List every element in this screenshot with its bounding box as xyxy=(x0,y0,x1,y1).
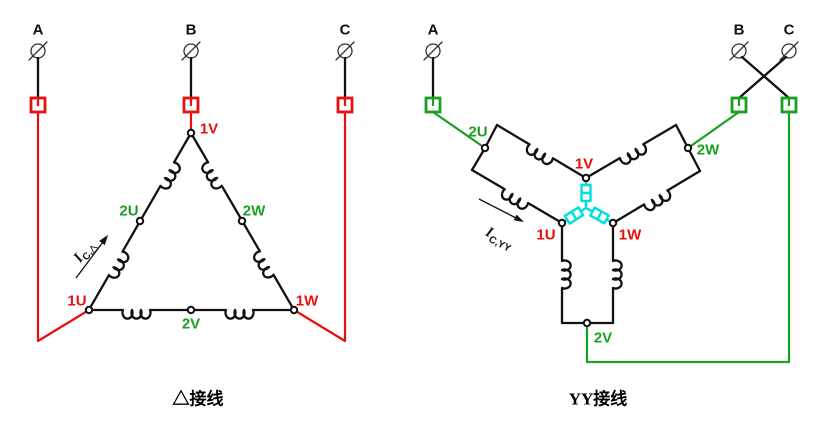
connector-square-icon xyxy=(424,96,798,114)
plug-icon xyxy=(423,41,799,61)
supply-wires-green xyxy=(432,111,791,364)
node-label-2v: 2V xyxy=(593,329,613,347)
current-arrow xyxy=(478,198,524,222)
yy-diagram xyxy=(423,41,799,364)
current-arrow xyxy=(75,235,108,279)
terminal-a-label: A xyxy=(427,21,439,39)
terminal-b-label: B xyxy=(185,21,197,39)
feed-wires-crossed xyxy=(431,55,791,100)
connector-square-icon xyxy=(29,96,354,114)
feed-wires xyxy=(36,56,347,100)
winding-1u-2v xyxy=(560,221,572,325)
terminal-a-label: A xyxy=(32,21,44,39)
delta-diagram xyxy=(28,41,355,343)
terminal-c-label: C xyxy=(339,21,351,39)
node-label-2v: 2V xyxy=(181,315,201,333)
winding-2w-1v xyxy=(585,123,690,179)
winding-2u-1v xyxy=(483,123,588,180)
node-label-1v: 1V xyxy=(574,155,594,173)
yy-caption: YY接线 xyxy=(568,389,628,409)
winding-1w-2v xyxy=(611,221,623,325)
node-label-1u: 1U xyxy=(536,226,556,244)
node-label-1v: 1V xyxy=(199,120,219,138)
node-label-2u: 2U xyxy=(468,123,488,141)
node-label-2w: 2W xyxy=(242,202,266,220)
star-point-links xyxy=(561,178,614,225)
node-dots xyxy=(84,128,299,315)
winding-1v-2u-1u xyxy=(87,131,193,311)
terminal-b-label: B xyxy=(733,21,745,39)
terminal-c-label: C xyxy=(783,21,795,39)
node-label-1w: 1W xyxy=(618,226,642,244)
node-label-2w: 2W xyxy=(696,141,720,159)
node-label-1w: 1W xyxy=(295,292,319,310)
winding-2w-1w xyxy=(612,146,702,225)
node-label-1u: 1U xyxy=(67,292,87,310)
winding-2u-1u xyxy=(470,146,563,224)
delta-caption: △接线 xyxy=(172,389,224,409)
node-dots xyxy=(480,143,693,328)
node-label-2u: 2U xyxy=(119,202,139,220)
